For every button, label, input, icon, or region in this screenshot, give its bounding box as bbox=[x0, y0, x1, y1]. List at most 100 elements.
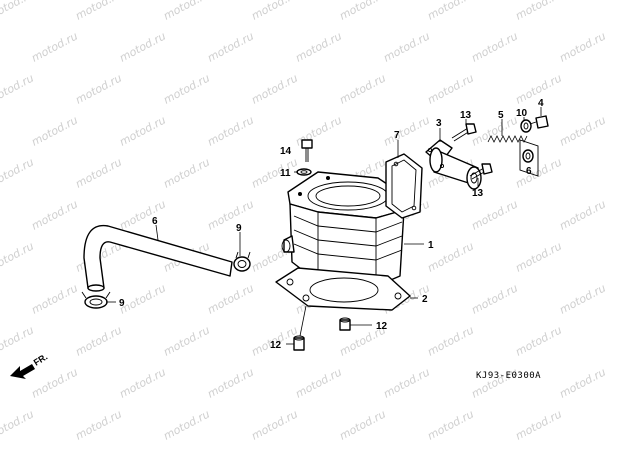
watermark-text-63: motod.ru bbox=[29, 365, 80, 400]
watermark-text-17: motod.ru bbox=[249, 71, 300, 106]
watermark-text-57: motod.ru bbox=[73, 323, 124, 358]
hose-clamp-lower[interactable] bbox=[81, 291, 111, 309]
watermark-text-31: motod.ru bbox=[249, 155, 300, 190]
callout-7[interactable]: 7 bbox=[394, 130, 400, 141]
callout-6-hose[interactable]: 6 bbox=[152, 216, 158, 227]
water-hose[interactable] bbox=[83, 224, 233, 292]
watermark-text-64: motod.ru bbox=[117, 365, 168, 400]
bolt-lower[interactable] bbox=[469, 163, 493, 180]
watermark-text-36: motod.ru bbox=[117, 197, 168, 232]
o-ring[interactable] bbox=[522, 149, 534, 163]
watermark-text-8: motod.ru bbox=[117, 29, 168, 64]
dowel-pin-right[interactable] bbox=[339, 317, 351, 331]
callout-5[interactable]: 5 bbox=[498, 110, 504, 121]
watermark-text-35: motod.ru bbox=[29, 197, 80, 232]
callout-14[interactable]: 14 bbox=[280, 146, 292, 157]
watermark-text-69: motod.ru bbox=[557, 365, 608, 400]
cam-chain-tensioner[interactable] bbox=[425, 139, 482, 190]
watermark-text-67: motod.ru bbox=[381, 365, 432, 400]
watermark-text-66: motod.ru bbox=[293, 365, 344, 400]
sealing-washer[interactable] bbox=[520, 119, 532, 133]
watermark-text-34: motod.ru bbox=[513, 155, 564, 190]
watermark-text-28: motod.ru bbox=[0, 155, 36, 190]
leader-lines bbox=[106, 107, 542, 345]
callout-4[interactable]: 4 bbox=[538, 98, 544, 109]
hose-clamp-upper[interactable] bbox=[233, 251, 251, 272]
watermark-text-22: motod.ru bbox=[117, 113, 168, 148]
watermark-text-50: motod.ru bbox=[117, 281, 168, 316]
callout-13-lower[interactable]: 13 bbox=[472, 188, 484, 199]
callout-10[interactable]: 10 bbox=[516, 108, 528, 119]
watermark-text-61: motod.ru bbox=[425, 323, 476, 358]
tensioner-spring[interactable] bbox=[487, 135, 528, 143]
watermark-text-2: motod.ru bbox=[161, 0, 212, 23]
callout-1[interactable]: 1 bbox=[428, 240, 434, 251]
watermark-text-76: motod.ru bbox=[513, 407, 564, 442]
watermark-text-48: motod.ru bbox=[513, 239, 564, 274]
watermark-text-41: motod.ru bbox=[557, 197, 608, 232]
bolt-upper[interactable] bbox=[451, 123, 477, 142]
watermark-text-1: motod.ru bbox=[73, 0, 124, 23]
watermark-text-56: motod.ru bbox=[0, 323, 36, 358]
cylinder-base-gasket[interactable] bbox=[275, 267, 411, 311]
sealing-bolt[interactable] bbox=[529, 115, 549, 129]
front-direction-label: FR. bbox=[32, 352, 50, 368]
watermark-text-42: motod.ru bbox=[0, 239, 36, 274]
watermark-text-54: motod.ru bbox=[469, 281, 520, 316]
watermark-text-65: motod.ru bbox=[205, 365, 256, 400]
watermark-text-5: motod.ru bbox=[425, 0, 476, 23]
water-washer[interactable] bbox=[296, 168, 312, 176]
watermark-text-3: motod.ru bbox=[249, 0, 300, 23]
dowel-pin-left[interactable] bbox=[293, 335, 305, 351]
watermark-text-7: motod.ru bbox=[29, 29, 80, 64]
watermark-text-30: motod.ru bbox=[161, 155, 212, 190]
watermark-text-70: motod.ru bbox=[0, 407, 36, 442]
head-gasket[interactable] bbox=[385, 153, 423, 219]
watermark-text-19: motod.ru bbox=[425, 71, 476, 106]
watermark-text-13: motod.ru bbox=[557, 29, 608, 64]
watermark-text-23: motod.ru bbox=[205, 113, 256, 148]
diagram-code: KJ93-E0300A bbox=[476, 371, 541, 381]
watermark-text-71: motod.ru bbox=[73, 407, 124, 442]
watermark-text-51: motod.ru bbox=[205, 281, 256, 316]
callout-6-oring[interactable]: 6 bbox=[526, 166, 532, 177]
callout-13-upper[interactable]: 13 bbox=[460, 110, 472, 121]
watermark-text-74: motod.ru bbox=[337, 407, 388, 442]
callout-9-upper[interactable]: 9 bbox=[236, 223, 242, 234]
watermark-text-75: motod.ru bbox=[425, 407, 476, 442]
watermark-text-40: motod.ru bbox=[469, 197, 520, 232]
front-direction-arrow bbox=[10, 364, 35, 379]
callout-9-lower[interactable]: 9 bbox=[119, 298, 125, 309]
watermark-text-62: motod.ru bbox=[513, 323, 564, 358]
watermark-text-72: motod.ru bbox=[161, 407, 212, 442]
watermark-text-26: motod.ru bbox=[469, 113, 520, 148]
callout-11[interactable]: 11 bbox=[280, 168, 291, 179]
watermark-text-12: motod.ru bbox=[469, 29, 520, 64]
watermark-text-29: motod.ru bbox=[73, 155, 124, 190]
watermark-text-6: motod.ru bbox=[513, 0, 564, 23]
watermark-text-0: motod.ru bbox=[0, 0, 36, 23]
water-bolt[interactable] bbox=[301, 139, 313, 162]
watermark-text-25: motod.ru bbox=[381, 113, 432, 148]
callout-2[interactable]: 2 bbox=[422, 294, 428, 305]
watermark-text-4: motod.ru bbox=[337, 0, 388, 23]
watermark-text-14: motod.ru bbox=[0, 71, 36, 106]
watermark-text-55: motod.ru bbox=[557, 281, 608, 316]
watermark-text-73: motod.ru bbox=[249, 407, 300, 442]
watermark-text-49: motod.ru bbox=[29, 281, 80, 316]
watermark-text-11: motod.ru bbox=[381, 29, 432, 64]
watermark-text-16: motod.ru bbox=[161, 71, 212, 106]
watermark-text-18: motod.ru bbox=[337, 71, 388, 106]
watermark-text-37: motod.ru bbox=[205, 197, 256, 232]
watermark-text-21: motod.ru bbox=[29, 113, 80, 148]
callout-12-left[interactable]: 12 bbox=[270, 340, 282, 351]
callout-12-right[interactable]: 12 bbox=[376, 321, 388, 332]
watermark-text-58: motod.ru bbox=[161, 323, 212, 358]
o-ring-bracket bbox=[519, 139, 539, 177]
watermark-text-9: motod.ru bbox=[205, 29, 256, 64]
callout-3[interactable]: 3 bbox=[436, 118, 442, 129]
watermark-text-15: motod.ru bbox=[73, 71, 124, 106]
watermark-text-27: motod.ru bbox=[557, 113, 608, 148]
